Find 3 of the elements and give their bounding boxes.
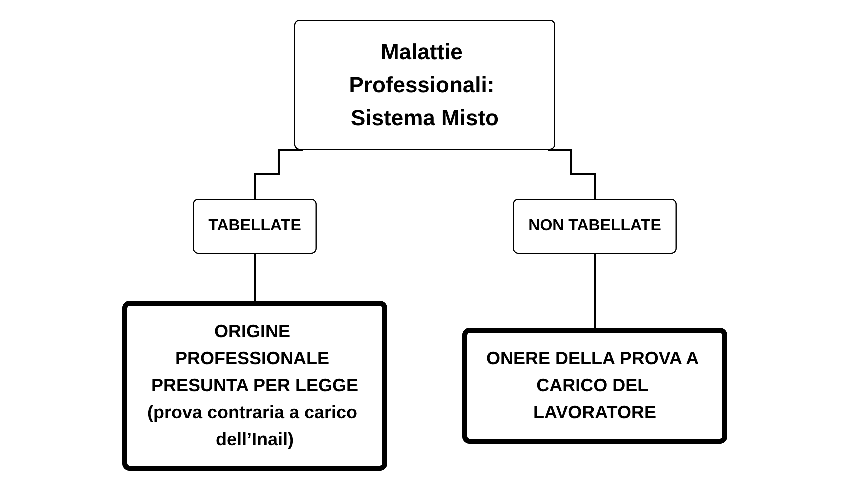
connector [254, 149, 302, 201]
node-text: Malattie Professionali: Sistema Misto [348, 40, 498, 130]
connector [548, 149, 596, 201]
